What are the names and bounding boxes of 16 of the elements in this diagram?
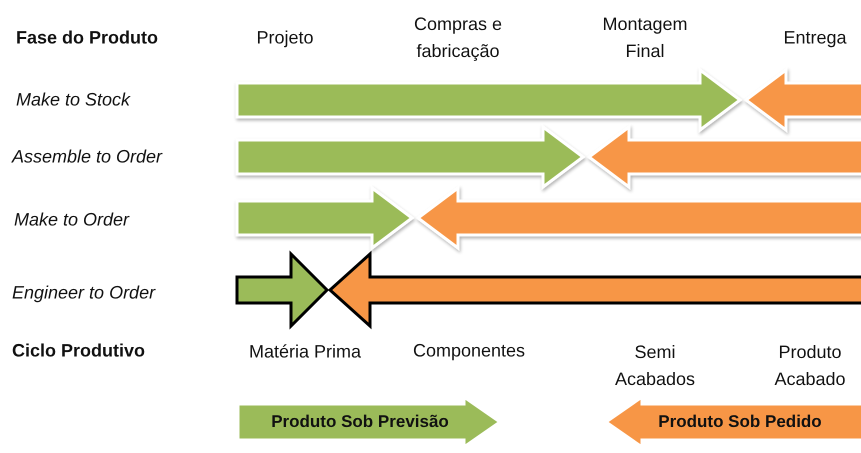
row-heading: Fase do Produto: [16, 26, 158, 50]
column-label: Projeto: [256, 26, 314, 50]
row-label: Make to Order: [14, 208, 130, 232]
arrow-label: Produto Sob Pedido: [658, 412, 822, 432]
row-label: Make to Stock: [16, 88, 130, 112]
row-label: Assemble to Order: [12, 146, 162, 168]
column-label: Componentes: [412, 340, 526, 362]
column-label: Matéria Prima: [248, 340, 362, 364]
row-heading: Ciclo Produtivo: [12, 340, 146, 362]
column-label: Compras e fabricação: [412, 13, 504, 63]
column-label: Semi Acabados: [614, 341, 696, 391]
column-label: Entrega: [783, 26, 847, 50]
column-label: Montagem Final: [601, 13, 689, 63]
column-label: Produto Acabado: [773, 341, 847, 391]
arrow-label: Produto Sob Previsão: [271, 412, 449, 432]
row-label: Engineer to Order: [12, 282, 156, 304]
